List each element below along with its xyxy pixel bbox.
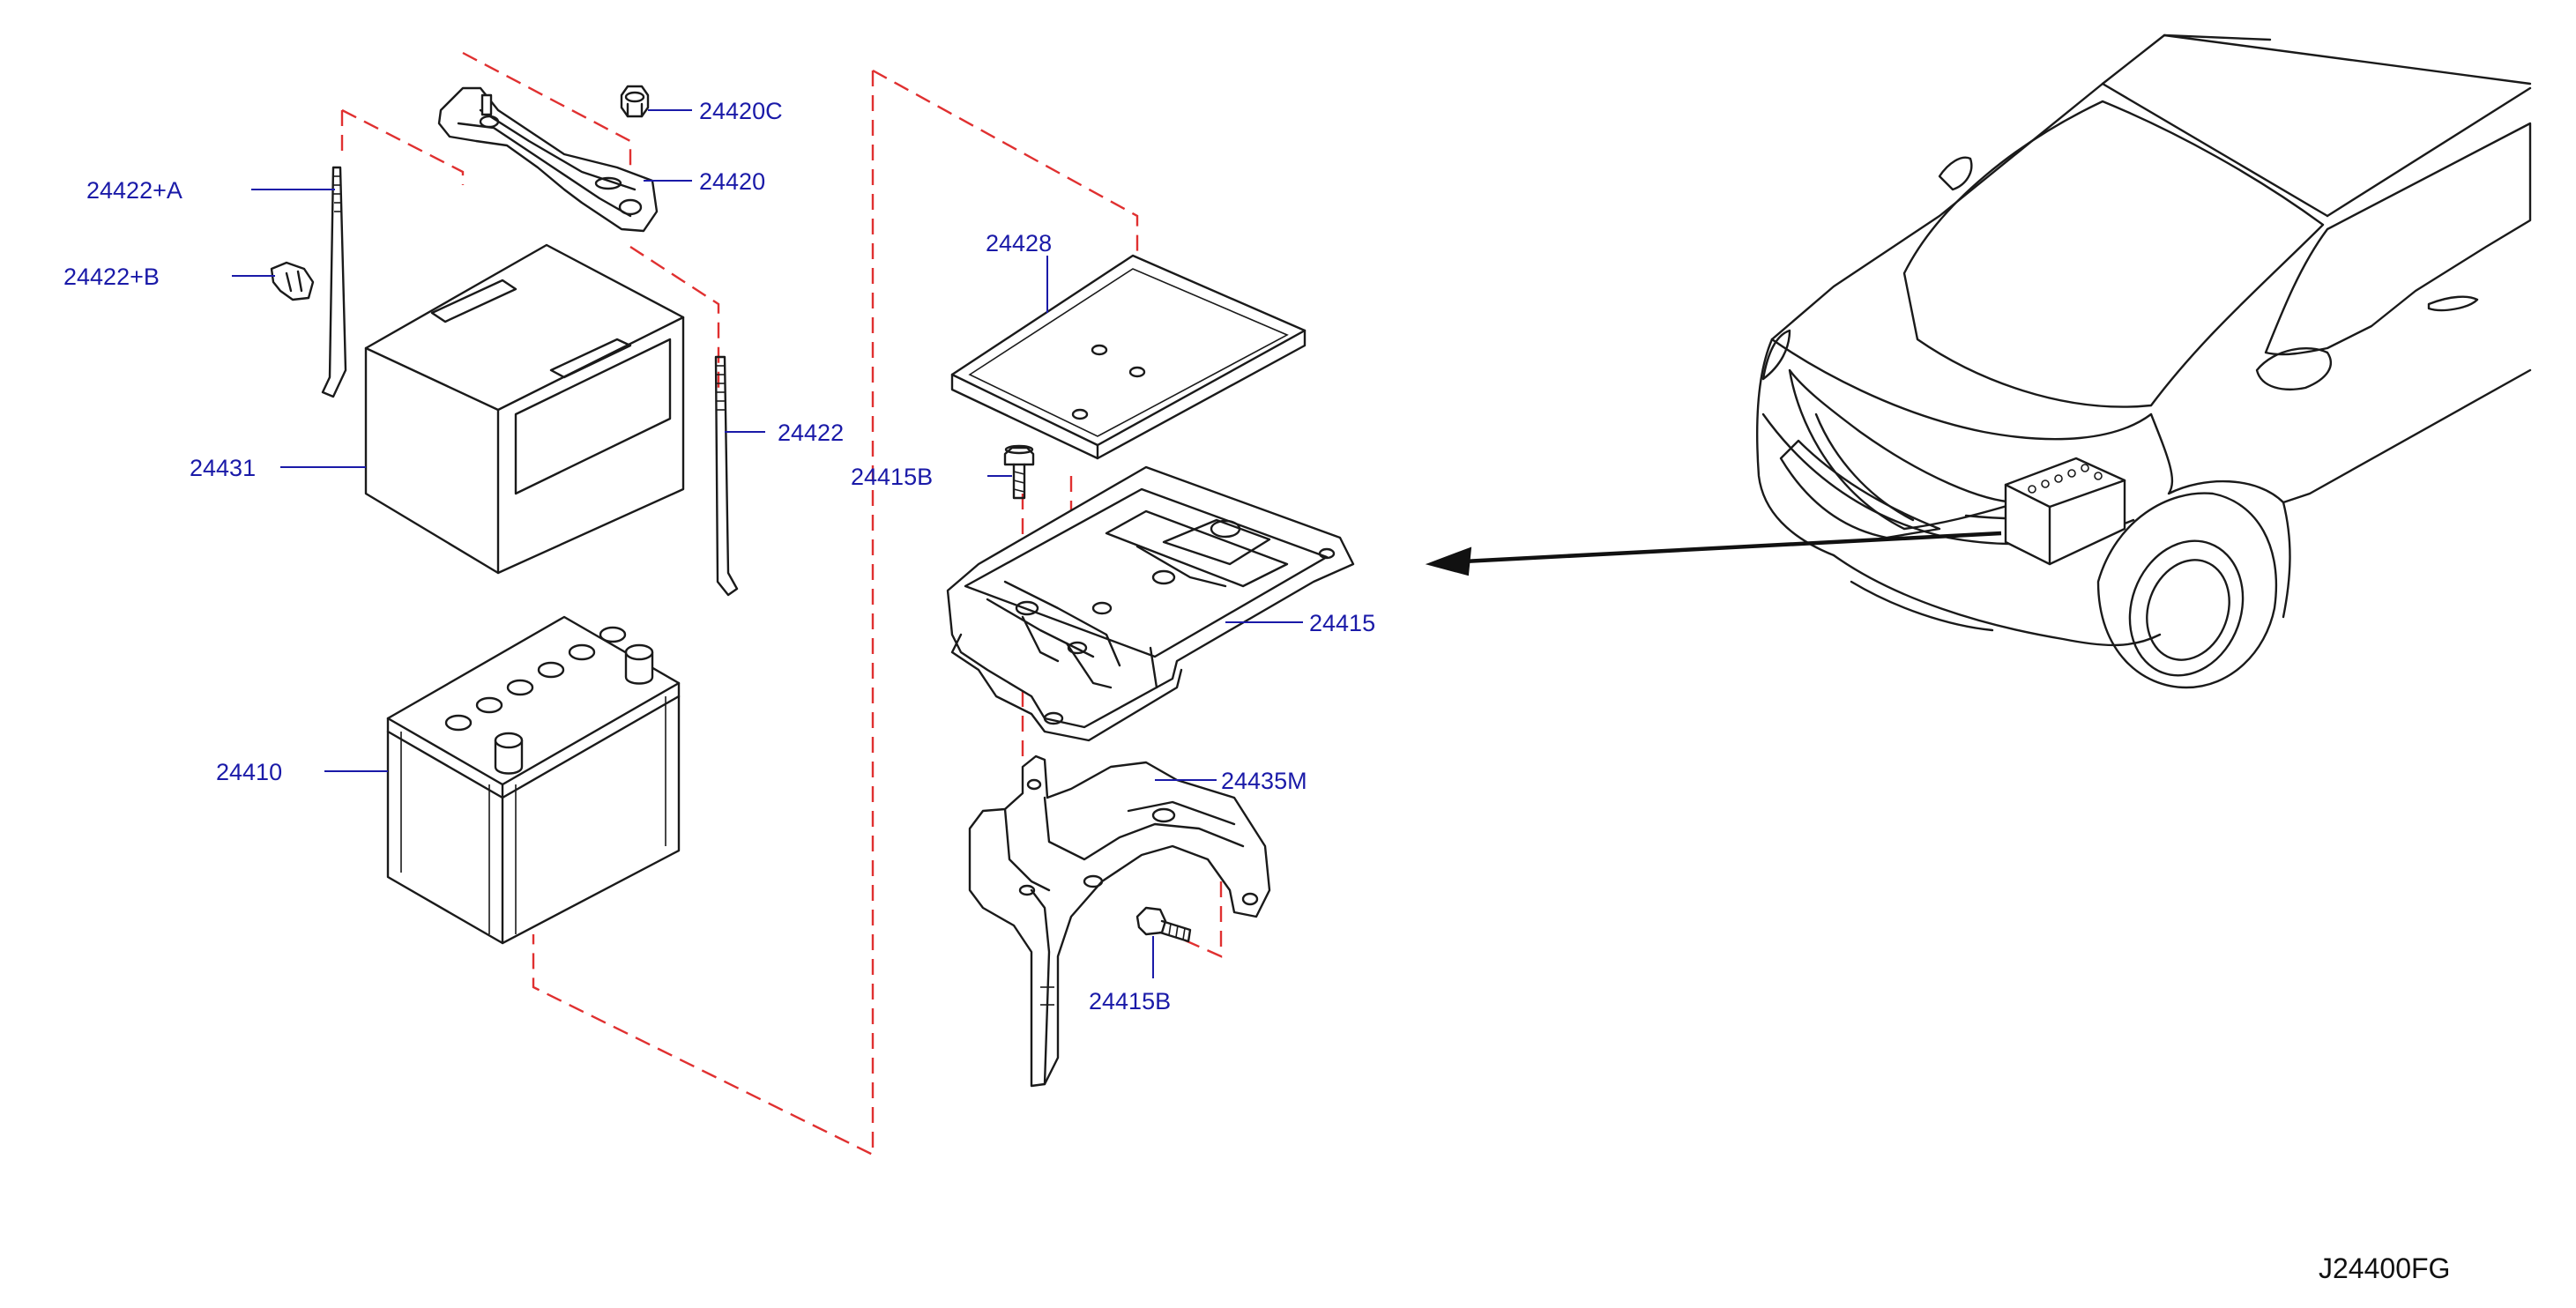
hold-down-bracket-24420: [437, 86, 659, 233]
leader-lines: [232, 109, 1303, 978]
battery-24410: [386, 615, 681, 945]
label-24420: 24420: [699, 168, 765, 195]
vehicle-locator-illustration: [1425, 33, 2532, 689]
bolt-24415b-top: [1003, 444, 1035, 500]
support-bracket-24435m: [968, 754, 1271, 1088]
j-bolt-24422-a: [321, 166, 347, 398]
j-bolt-24422: [714, 355, 739, 597]
diagram-code: J24400FG: [2319, 1252, 2450, 1284]
bolt-24415b-bottom: [1135, 906, 1192, 943]
label-24410: 24410: [216, 759, 282, 785]
label-24415b-top: 24415B: [851, 464, 933, 490]
label-24428: 24428: [986, 230, 1052, 256]
label-24431: 24431: [190, 455, 256, 481]
label-24415b-bottom: 24415B: [1089, 988, 1171, 1014]
label-24422-a: 24422+A: [86, 177, 182, 204]
part-labels: 24422+A 24422+B 24420C 24420 24431 24422…: [63, 98, 1375, 1014]
battery-cover-24431: [364, 243, 685, 575]
tray-mat-24428: [950, 254, 1307, 460]
nut-24420c: [620, 85, 650, 118]
battery-tray-24415: [946, 465, 1355, 742]
label-24422: 24422: [778, 420, 844, 446]
clip-24422-b: [270, 261, 315, 301]
label-24420c: 24420C: [699, 98, 783, 124]
label-24422-b: 24422+B: [63, 264, 160, 290]
label-24435m: 24435M: [1221, 768, 1307, 794]
label-24415: 24415: [1309, 610, 1375, 636]
